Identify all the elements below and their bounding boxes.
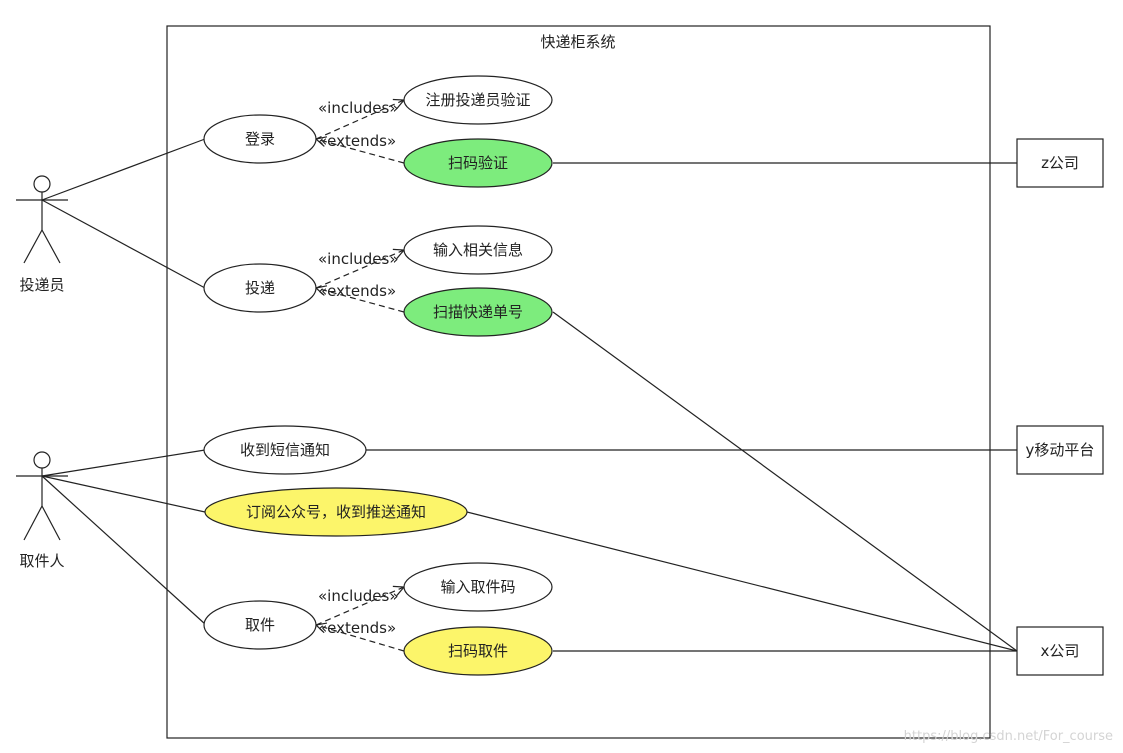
stereotype-extends: «extends»: [318, 132, 396, 150]
system-boundary: [166, 25, 991, 739]
usecase-scan-pickup: 扫码取件: [403, 626, 553, 676]
relations: [315, 100, 405, 652]
assoc-subscribe-x: [466, 511, 1018, 652]
usecase-pickup: 取件: [203, 600, 317, 650]
svg-text:输入相关信息: 输入相关信息: [433, 241, 523, 259]
assoc-recipient-sms: [41, 449, 206, 477]
svg-text:x公司: x公司: [1041, 642, 1080, 660]
include-pickup-inputcode: [315, 587, 404, 626]
usecase-scan-verify: 扫码验证: [403, 138, 553, 188]
actor-recipient: [16, 451, 68, 541]
include-login-register: [315, 100, 404, 140]
assoc-courier-deliver: [41, 199, 206, 289]
stereotype-labels: «includes» «extends» «includes» «extends…: [318, 99, 399, 637]
include-deliver-input: [315, 250, 404, 289]
external-z-company: z公司: [1016, 138, 1104, 188]
svg-text:扫描快递单号: 扫描快递单号: [433, 303, 523, 321]
stereotype-includes: «includes»: [318, 99, 399, 117]
actor-courier: [16, 175, 68, 264]
svg-text:注册投递员验证: 注册投递员验证: [425, 91, 530, 109]
stereotype-includes: «includes»: [318, 250, 399, 268]
usecase-subscribe-push: 订阅公众号，收到推送通知: [204, 487, 468, 537]
watermark: https://blog.csdn.net/For_course: [904, 729, 1113, 744]
usecase-input-info: 输入相关信息: [403, 225, 553, 275]
usecase-deliver: 投递: [203, 263, 317, 313]
svg-text:收到短信通知: 收到短信通知: [240, 441, 330, 459]
svg-text:z公司: z公司: [1041, 154, 1079, 172]
assoc-scantracking-x: [552, 311, 1018, 652]
stereotype-extends: «extends»: [318, 282, 396, 300]
actor-head: [33, 175, 51, 193]
svg-text:取件: 取件: [245, 616, 275, 634]
svg-text:y移动平台: y移动平台: [1026, 441, 1095, 459]
external-x-company: x公司: [1016, 626, 1104, 676]
actor-recipient-label: 取件人: [19, 552, 64, 570]
usecase-login: 登录: [203, 114, 317, 164]
svg-text:输入取件码: 输入取件码: [440, 578, 515, 596]
actor-head: [33, 451, 51, 469]
extend-scantracking-deliver: [316, 288, 405, 313]
extend-scanpickup-pickup: [316, 625, 405, 652]
usecase-input-code: 输入取件码: [403, 562, 553, 612]
svg-text:投递: 投递: [245, 279, 275, 297]
svg-text:登录: 登录: [245, 130, 275, 148]
svg-text:扫码取件: 扫码取件: [448, 642, 508, 660]
assoc-courier-login: [41, 138, 206, 201]
assoc-recipient-pickup: [41, 475, 206, 625]
system-title: 快递柜系统: [540, 33, 615, 51]
stereotype-includes: «includes»: [318, 587, 399, 605]
usecase-scan-tracking: 扫描快递单号: [403, 287, 553, 337]
actor-courier-label: 投递员: [19, 276, 64, 294]
usecase-register-verify: 注册投递员验证: [403, 75, 553, 125]
external-y-mobile: y移动平台: [1016, 425, 1104, 475]
svg-text:扫码验证: 扫码验证: [448, 154, 508, 172]
extend-scanverify-login: [316, 139, 405, 164]
svg-text:订阅公众号，收到推送通知: 订阅公众号，收到推送通知: [246, 503, 426, 521]
stereotype-extends: «extends»: [318, 619, 396, 637]
associations: [41, 138, 1018, 652]
assoc-recipient-subscribe: [41, 475, 206, 513]
usecase-sms-notify: 收到短信通知: [203, 425, 367, 475]
